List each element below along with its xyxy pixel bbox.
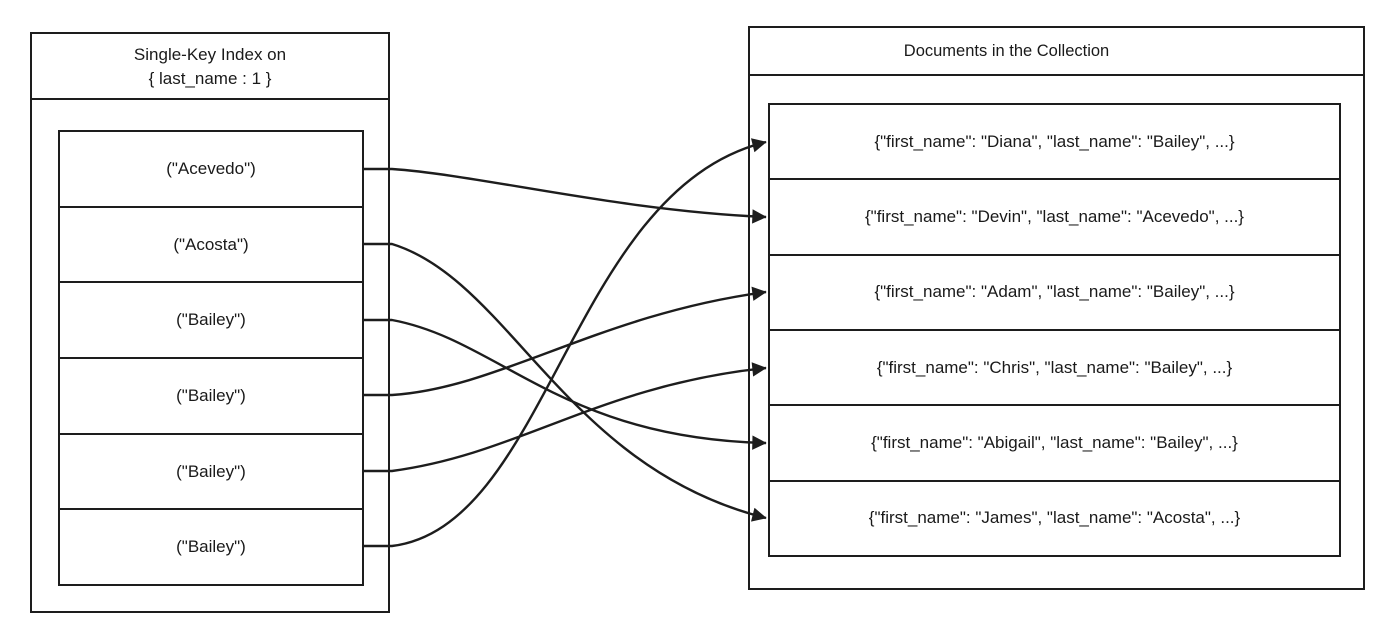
index-entry: ("Acosta"): [60, 208, 362, 284]
document-row: {"first_name": "Devin", "last_name": "Ac…: [770, 180, 1339, 256]
arrow-entry4-to-doc3: [364, 362, 767, 473]
index-panel-title: Single-Key Index on { last_name : 1 }: [32, 34, 388, 100]
index-title-line2: { last_name : 1 }: [148, 69, 272, 88]
arrow-entry2-to-doc4: [364, 318, 767, 450]
document-row: {"first_name": "Diana", "last_name": "Ba…: [770, 105, 1339, 181]
index-entry: ("Bailey"): [60, 359, 362, 435]
index-entry: ("Acevedo"): [60, 132, 362, 208]
index-panel: Single-Key Index on { last_name : 1 } ("…: [30, 32, 390, 613]
documents-panel: Documents in the Collection {"first_name…: [748, 26, 1365, 590]
documents-box: {"first_name": "Diana", "last_name": "Ba…: [768, 103, 1341, 557]
arrow-entry1-to-doc5: [364, 242, 767, 522]
index-entry: ("Bailey"): [176, 537, 246, 557]
document-row: {"first_name": "Adam", "last_name": "Bai…: [770, 256, 1339, 331]
index-title-line1: Single-Key Index on: [133, 45, 287, 64]
document-row: {"first_name": "James", "last_name": "Ac…: [868, 508, 1241, 528]
index-entry: ("Bailey"): [60, 283, 362, 360]
arrow-entry0-to-doc1: [364, 167, 767, 224]
document-row: {"first_name": "Abigail", "last_name": "…: [770, 406, 1339, 482]
arrow-entry3-to-doc2: [364, 286, 767, 397]
arrow-entry5-to-doc0: [364, 138, 767, 548]
index-entry: ("Bailey"): [60, 435, 362, 511]
index-entries-box: ("Acevedo") ("Acosta") ("Bailey") ("Bail…: [58, 130, 364, 586]
documents-panel-title: Documents in the Collection: [750, 28, 1363, 76]
document-row: {"first_name": "Chris", "last_name": "Ba…: [770, 331, 1339, 407]
